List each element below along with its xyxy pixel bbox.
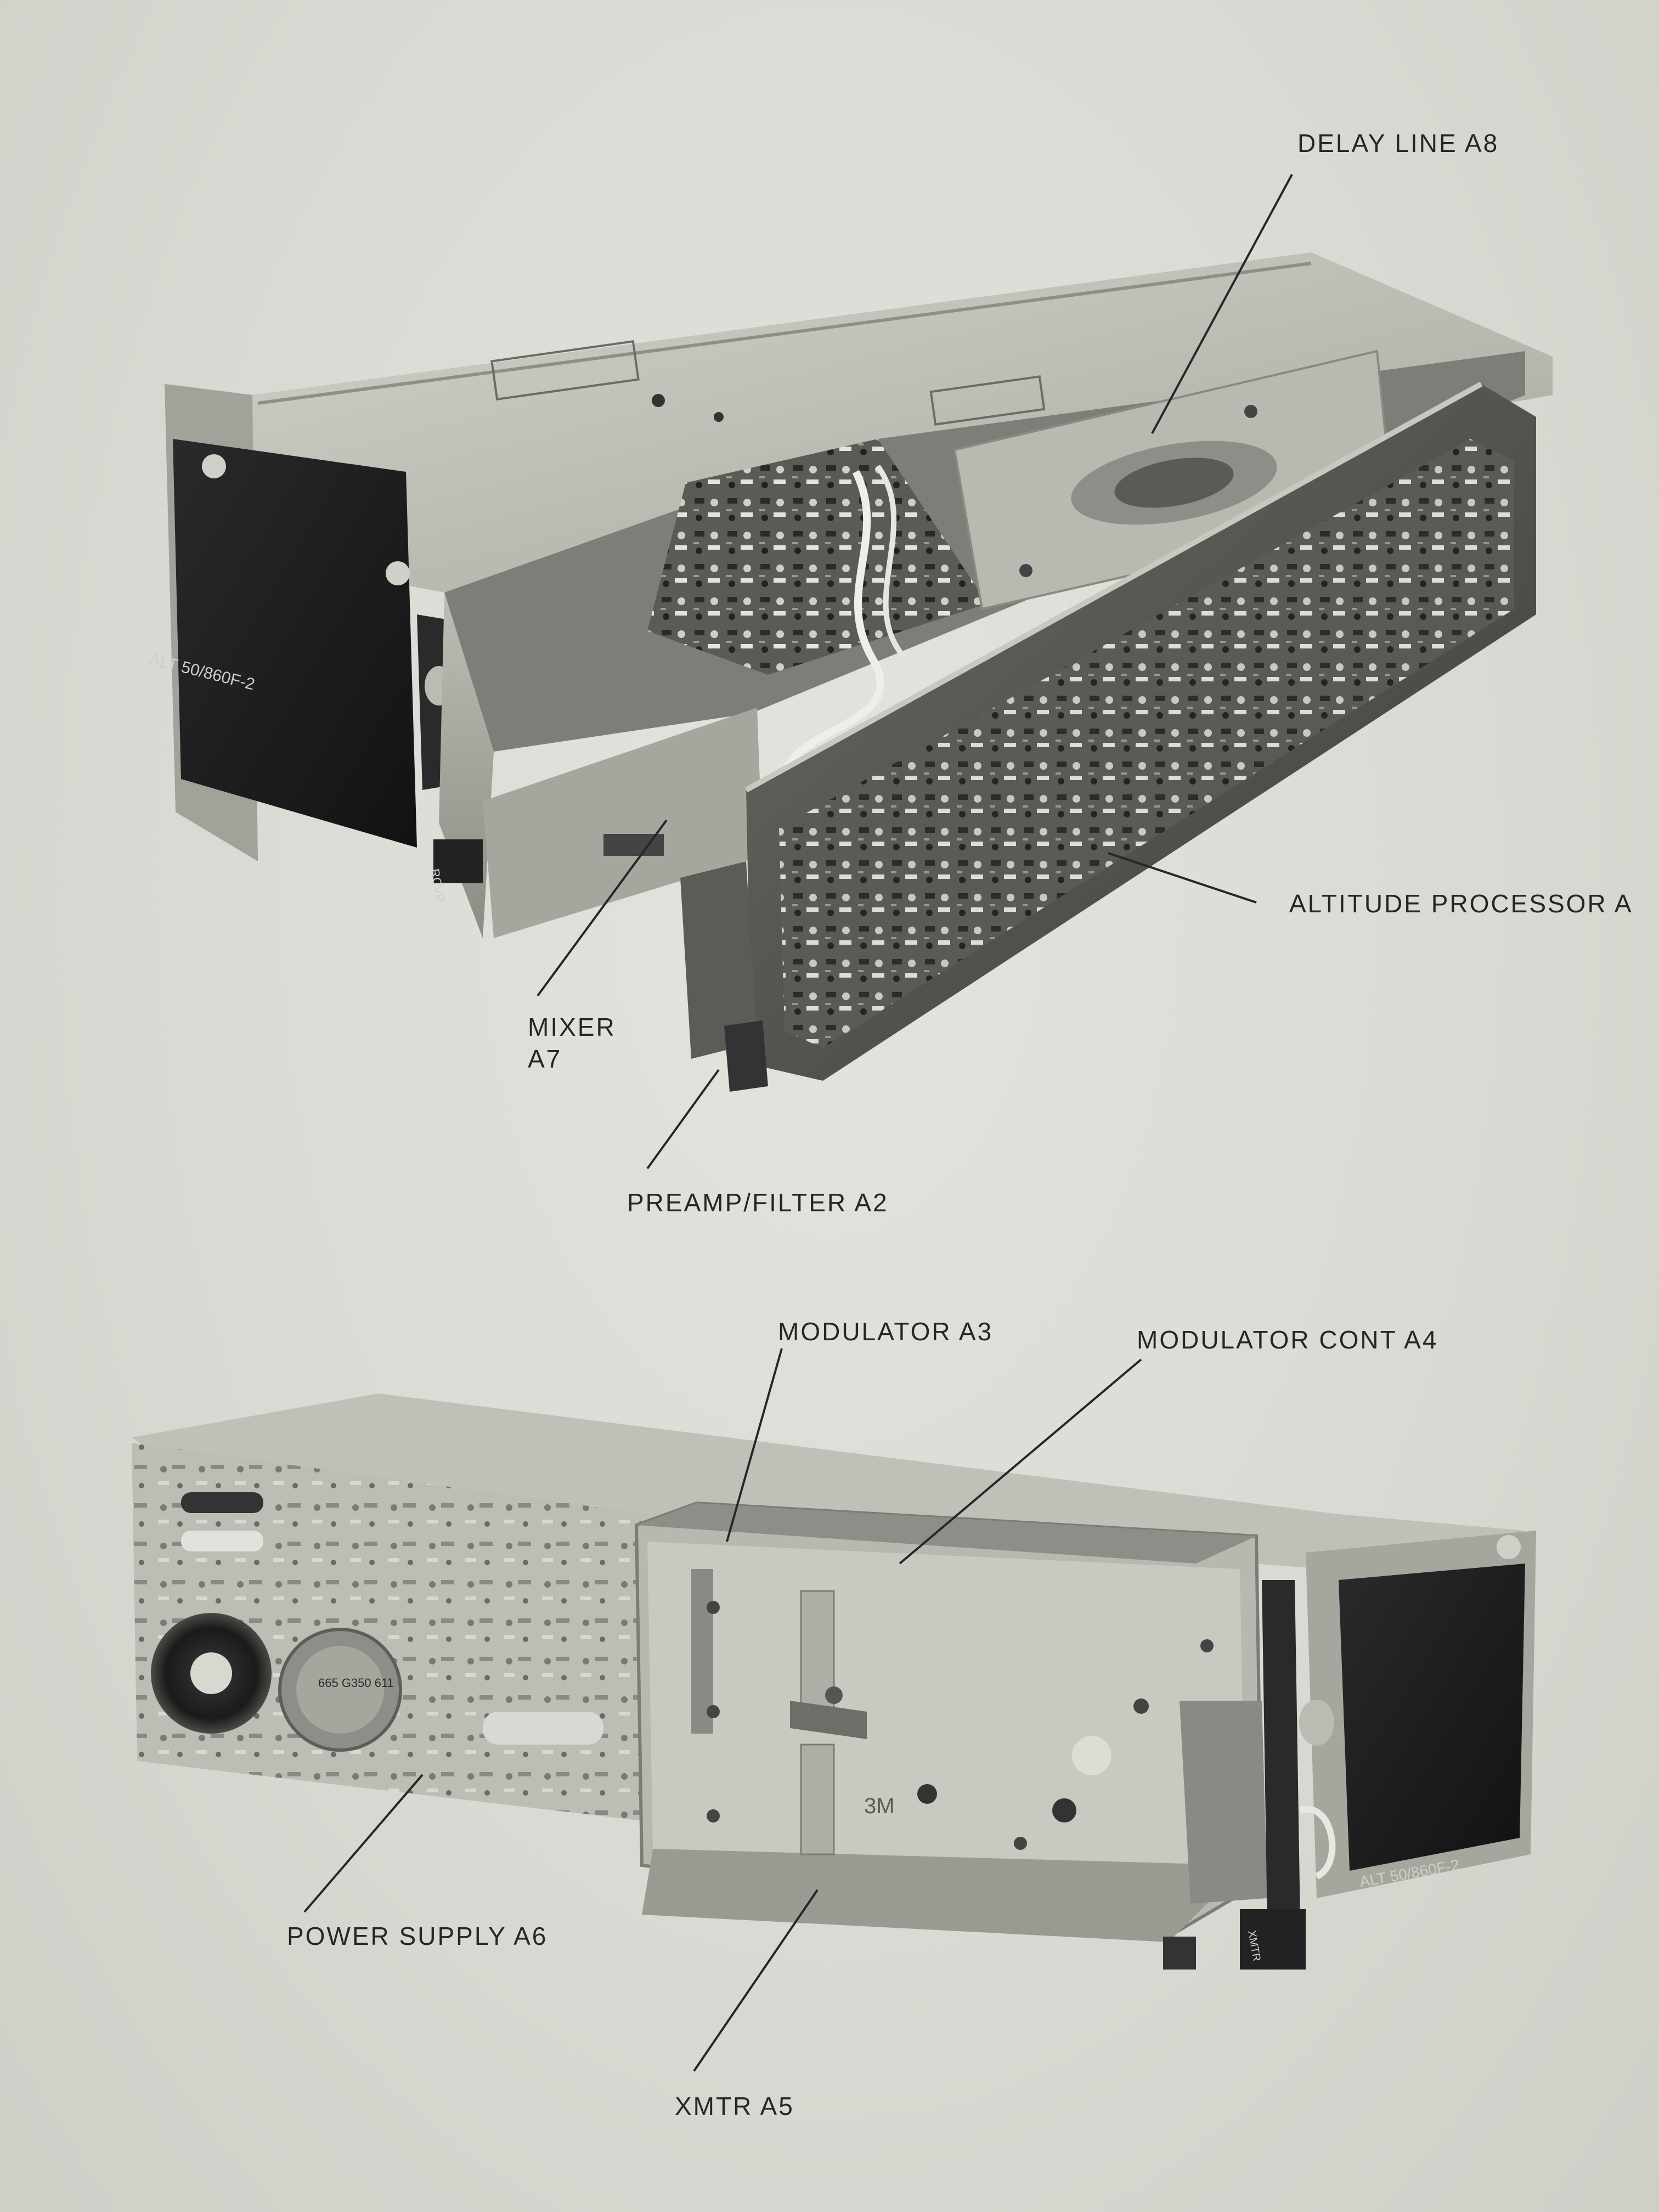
transformer-label: 665 G350 611 bbox=[318, 1676, 394, 1690]
callout-mixer-line2: A7 bbox=[528, 1045, 562, 1073]
receiver-unit-photo bbox=[165, 252, 1553, 1092]
callout-delay-line: DELAY LINE A8 bbox=[1297, 129, 1499, 157]
leader-modulator-cont bbox=[899, 1358, 1142, 1565]
callout-mixer-line1: MIXER bbox=[528, 1013, 616, 1041]
leader-modulator bbox=[726, 1348, 783, 1542]
leader-power-supply bbox=[303, 1774, 424, 1913]
leader-mixer bbox=[537, 819, 668, 997]
leader-lines bbox=[303, 174, 1293, 2072]
leader-preamp-filter bbox=[646, 1069, 720, 1170]
callout-modulator-cont: MODULATOR CONT A4 bbox=[1137, 1325, 1438, 1354]
leader-xmtr bbox=[693, 1889, 819, 2072]
xmtr-mark: 3M bbox=[864, 1794, 895, 1818]
callout-xmtr: XMTR A5 bbox=[675, 2092, 794, 2120]
callout-power-supply: POWER SUPPLY A6 bbox=[287, 1922, 548, 1950]
callout-altitude-processor: ALTITUDE PROCESSOR A bbox=[1289, 889, 1633, 918]
callout-preamp-filter: PREAMP/FILTER A2 bbox=[627, 1188, 889, 1217]
callout-mixer: MIXER A7 bbox=[528, 1011, 616, 1075]
callout-modulator: MODULATOR A3 bbox=[778, 1317, 994, 1346]
transmitter-unit-photo bbox=[132, 1393, 1536, 1970]
leader-altitude-processor bbox=[1108, 852, 1257, 904]
leader-delay-line bbox=[1151, 174, 1293, 434]
